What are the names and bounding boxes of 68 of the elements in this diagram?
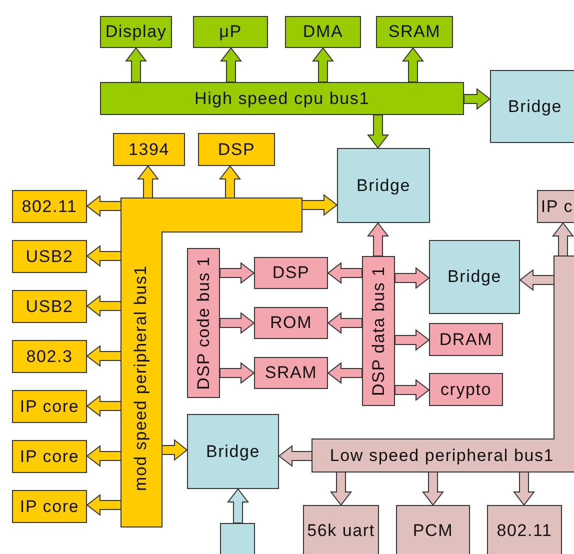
block-arrow xyxy=(86,294,122,318)
block-arrow xyxy=(86,244,122,268)
block-box: PCM xyxy=(396,505,470,554)
block-box: ROM xyxy=(254,307,328,339)
block-arrow xyxy=(512,472,536,506)
bus-bar xyxy=(362,256,395,406)
block-box: 56k uart xyxy=(303,505,379,554)
block-box: μP xyxy=(193,16,268,48)
block-box: USB2 xyxy=(12,240,87,273)
block-arrow xyxy=(86,444,122,468)
block-box: IP core xyxy=(12,440,87,473)
block-box: DRAM xyxy=(429,323,503,356)
block-box: DSP xyxy=(198,133,275,166)
block-box: IP core xyxy=(12,390,87,423)
block-arrow xyxy=(136,165,160,198)
block-box: High speed cpu bus1 xyxy=(100,82,464,115)
block-arrow xyxy=(86,494,122,516)
block-arrow xyxy=(366,222,390,256)
block-arrow xyxy=(220,262,255,284)
block-box: USB2 xyxy=(12,290,87,323)
block-arrow xyxy=(278,444,312,468)
block-box: DMA xyxy=(285,16,361,48)
block-box: 1394 xyxy=(113,133,185,166)
block-arrow xyxy=(220,47,242,82)
block-arrow xyxy=(327,312,362,334)
block-box: IP core xyxy=(12,490,87,523)
block-arrow xyxy=(86,194,122,218)
bus-label: mod speed peripheral bus1 xyxy=(131,264,151,492)
block-box: Bridge xyxy=(187,414,279,489)
block-arrow xyxy=(86,344,122,368)
bus-label: DSP code bus 1 xyxy=(194,256,214,390)
block-box: Display xyxy=(100,16,172,48)
block-arrow xyxy=(464,88,491,110)
block-box: SRAM xyxy=(376,16,453,48)
block-arrow xyxy=(519,268,554,292)
block-arrow xyxy=(226,488,250,524)
block-arrow xyxy=(402,47,424,82)
block-arrow xyxy=(366,114,390,149)
block-arrow xyxy=(327,362,362,384)
block-arrow xyxy=(218,165,242,198)
block-box: IP c xyxy=(537,190,574,223)
block-arrow xyxy=(302,194,338,216)
block-box: 802.11 xyxy=(487,505,562,554)
block-arrow xyxy=(220,312,255,334)
bus-label: Low speed peripheral bus1 xyxy=(328,444,556,466)
block-box: DSP xyxy=(254,257,328,289)
block-arrow xyxy=(394,266,430,290)
block-box: SRAM xyxy=(254,357,328,389)
block-box: 802.11 xyxy=(12,190,87,223)
block-arrow xyxy=(552,222,574,256)
block-arrow xyxy=(124,47,148,82)
block-arrow xyxy=(422,472,444,506)
block-box xyxy=(220,523,255,554)
block-box: Bridge xyxy=(429,240,520,314)
block-box: Bridge xyxy=(337,148,430,223)
block-box: crypto xyxy=(429,373,503,406)
block-arrow xyxy=(312,47,334,82)
block-arrow xyxy=(162,438,188,462)
block-arrow xyxy=(394,378,430,402)
block-arrow xyxy=(330,472,352,506)
block-arrow xyxy=(220,362,255,384)
block-box: 802.3 xyxy=(12,340,87,373)
block-box: Bridge xyxy=(490,70,574,143)
bus-label: DSP data bus 1 xyxy=(368,266,388,396)
bus-bar xyxy=(187,248,220,398)
block-arrow xyxy=(327,262,362,284)
block-arrow xyxy=(86,394,122,418)
block-arrow xyxy=(394,328,430,352)
